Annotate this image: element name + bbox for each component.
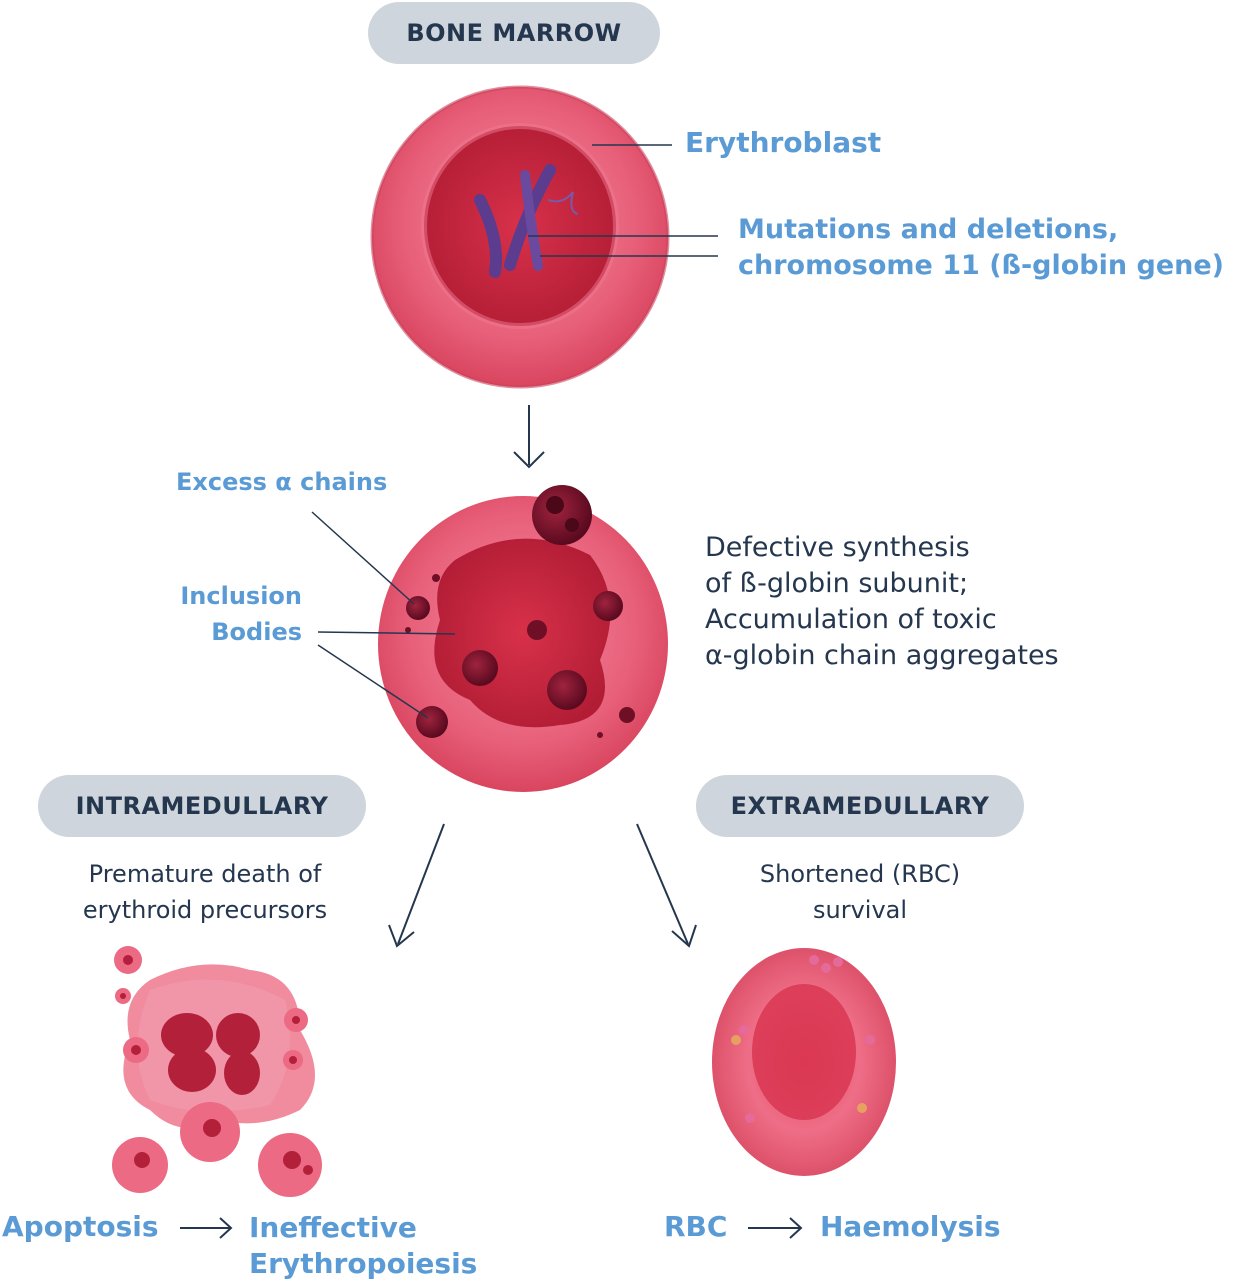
- intramedullary-pill: INTRAMEDULLARY: [38, 775, 366, 837]
- left-diagonal-arrow-head: [388, 924, 415, 948]
- mutations-label: Mutations and deletions, chromosome 11 (…: [738, 212, 1224, 284]
- rbc-arrow-head: [789, 1217, 803, 1239]
- chromosome-icon: [474, 164, 579, 278]
- excess-alpha-label: Excess α chains: [176, 468, 388, 496]
- extramedullary-pill: EXTRAMEDULLARY: [696, 775, 1024, 837]
- erythroblast-label: Erythroblast: [685, 126, 882, 159]
- intramedullary-label: INTRAMEDULLARY: [75, 792, 329, 820]
- left-diagonal-arrow: [397, 823, 445, 945]
- defective-line-2: of ß-globin subunit;: [705, 568, 969, 599]
- excess-alpha-leader: [311, 511, 415, 605]
- inclusion-leader-2: [317, 644, 429, 719]
- defective-line-3: Accumulation of toxic: [705, 604, 997, 635]
- inclusion-line-2: Bodies: [211, 618, 302, 646]
- defective-line-4: α-globin chain aggregates: [705, 640, 1059, 671]
- mutations-line-2: chromosome 11 (ß-globin gene): [738, 250, 1225, 281]
- shortened-survival-text: Shortened (RBC) survival: [710, 856, 1010, 928]
- ineffective-erythropoiesis-label: Ineffective Erythropoiesis: [249, 1210, 477, 1282]
- down-arrow-head: [513, 451, 545, 469]
- bone-marrow-label: BONE MARROW: [406, 19, 622, 47]
- inclusion-bodies-label: Inclusion Bodies: [176, 578, 302, 650]
- inclusion-line-1: Inclusion: [180, 582, 302, 610]
- right-diagonal-arrow: [636, 823, 689, 945]
- bone-marrow-pill: BONE MARROW: [368, 2, 660, 64]
- premature-line-2: erythroid precursors: [82, 896, 328, 924]
- inclusion-cell: [378, 485, 668, 792]
- inclusion-leader-1: [317, 631, 456, 635]
- shortened-line-2: survival: [812, 896, 908, 924]
- defective-synthesis-text: Defective synthesis of ß-globin subunit;…: [705, 530, 1059, 674]
- mutations-line-1: Mutations and deletions,: [738, 214, 1119, 245]
- apoptotic-cells: [112, 946, 322, 1197]
- rbc-label: RBC: [664, 1210, 728, 1243]
- haemolysis-label: Haemolysis: [820, 1210, 1001, 1243]
- apoptosis-label: Apoptosis: [2, 1210, 159, 1243]
- premature-line-1: Premature death of: [88, 860, 322, 888]
- premature-death-text: Premature death of erythroid precursors: [50, 856, 360, 928]
- defective-line-1: Defective synthesis: [705, 532, 970, 563]
- shortened-line-1: Shortened (RBC): [759, 860, 961, 888]
- ineffective-line-2: Erythropoiesis: [249, 1247, 478, 1280]
- ineffective-line-1: Ineffective: [249, 1211, 417, 1244]
- right-diagonal-arrow-head: [671, 924, 697, 948]
- red-blood-cell: [712, 948, 896, 1176]
- apoptosis-arrow-head: [219, 1217, 233, 1239]
- extramedullary-label: EXTRAMEDULLARY: [730, 792, 990, 820]
